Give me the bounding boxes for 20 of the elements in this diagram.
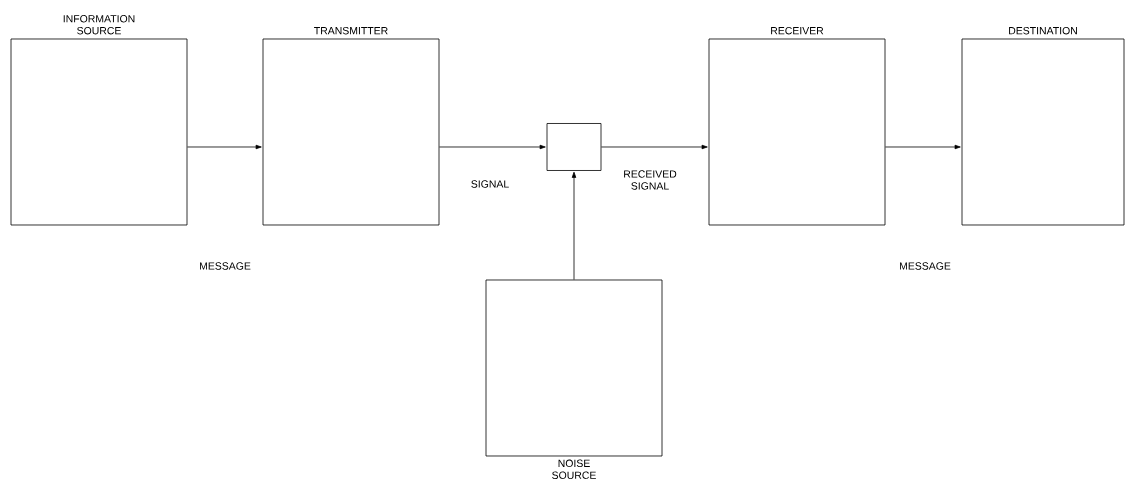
signal-label: RECEIVED SIGNAL — [624, 170, 677, 190]
arrow — [571, 171, 577, 280]
process-box: DESTINATION — [961, 27, 1125, 226]
arrow — [439, 144, 546, 150]
node-label: DESTINATION — [1009, 27, 1077, 35]
process-box: RECEIVER — [708, 27, 886, 226]
node-label: RECEIVER — [771, 27, 824, 35]
signal-label: MESSAGE — [200, 262, 251, 270]
node-label: NOISE SOURCE — [552, 459, 596, 479]
process-box: INFORMATION SOURCE — [10, 15, 188, 226]
node-label: INFORMATION SOURCE — [63, 15, 135, 35]
signal-label: SIGNAL — [471, 180, 509, 188]
source-box: NOISE SOURCE — [485, 279, 663, 479]
process-box: TRANSMITTER — [262, 27, 440, 226]
signal-label: MESSAGE — [900, 262, 951, 270]
arrow — [187, 144, 262, 150]
arrow — [601, 144, 708, 150]
arrow — [885, 144, 961, 150]
node-label: TRANSMITTER — [314, 27, 388, 35]
junction-box — [546, 123, 602, 171]
